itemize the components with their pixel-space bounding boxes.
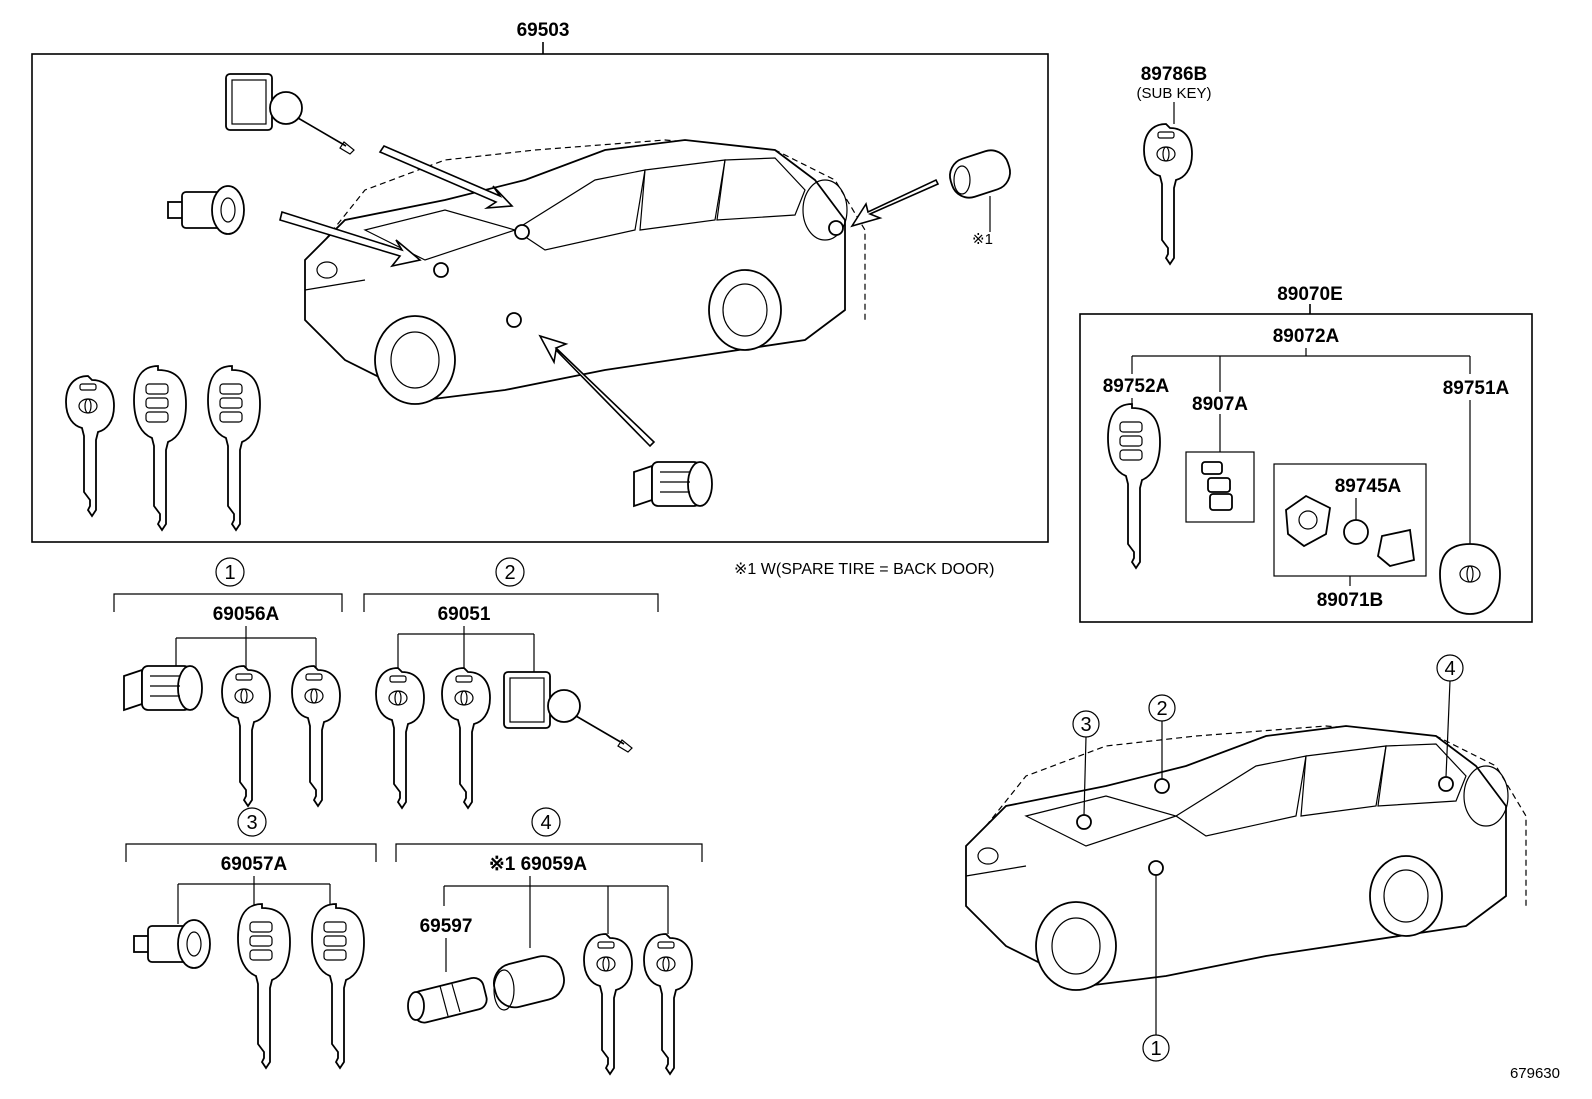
main-vehicle-illustration bbox=[304, 139, 866, 405]
transmitter-key-remote bbox=[1107, 403, 1161, 569]
transmitter-fob-part bbox=[1439, 543, 1501, 615]
set2-key-2 bbox=[441, 667, 491, 809]
set3-key-1 bbox=[237, 903, 291, 1069]
set4-label: ※1 69059A bbox=[489, 854, 588, 875]
transmitter-set-label: 89070E bbox=[1277, 284, 1343, 305]
set2-label: 69051 bbox=[438, 604, 491, 625]
set3-label: 69057A bbox=[221, 854, 288, 875]
set3-num: 3 bbox=[246, 812, 257, 834]
figure-id: 679630 bbox=[1510, 1065, 1560, 1082]
set4-key-1 bbox=[583, 933, 633, 1075]
vehicle-callout-1: 1 bbox=[1150, 1038, 1161, 1060]
main-key-remote-2 bbox=[207, 365, 261, 531]
set2-num: 2 bbox=[504, 562, 515, 584]
door-cylinder-part bbox=[633, 461, 713, 507]
pad-label: 8907A bbox=[1192, 394, 1248, 415]
transmitter-set-frame bbox=[1079, 313, 1533, 623]
circuit-board-part bbox=[1285, 494, 1331, 548]
ignition-cylinder-part bbox=[167, 185, 245, 235]
set1-label: 69056A bbox=[213, 604, 280, 625]
transmitter-kit-label: 89072A bbox=[1273, 326, 1340, 347]
key-left-label: 89752A bbox=[1103, 376, 1170, 397]
set4-num: 4 bbox=[540, 812, 551, 834]
vehicle-callout-2: 2 bbox=[1156, 698, 1167, 720]
key-right-label: 89751A bbox=[1443, 378, 1510, 399]
set4-sleeve bbox=[493, 955, 565, 1011]
set1-key-1 bbox=[221, 665, 271, 807]
cylinder-part-label: 69597 bbox=[420, 916, 473, 937]
vehicle-callout-3: 3 bbox=[1080, 714, 1091, 736]
spare-tire-cylinder-part bbox=[949, 149, 1011, 232]
rod-lock-part bbox=[225, 73, 355, 155]
board-kit-label: 89071B bbox=[1317, 590, 1384, 611]
set4-small-cylinder bbox=[407, 976, 488, 1024]
main-set-label: 69503 bbox=[517, 20, 570, 41]
set2-rod-lock bbox=[503, 671, 633, 753]
pad-box bbox=[1185, 451, 1255, 523]
vehicle-callout-4: 4 bbox=[1444, 658, 1455, 680]
location-vehicle-illustration bbox=[965, 725, 1527, 991]
battery-part bbox=[1343, 519, 1369, 545]
cover-part bbox=[1377, 528, 1415, 567]
main-key-plain bbox=[65, 375, 115, 517]
set2-key-1 bbox=[375, 667, 425, 809]
main-key-remote-1 bbox=[133, 365, 187, 531]
sub-key-note: (SUB KEY) bbox=[1136, 85, 1211, 102]
set1-key-2 bbox=[291, 665, 341, 807]
spare-note-mark: ※1 bbox=[972, 231, 993, 248]
battery-label: 89745A bbox=[1335, 476, 1402, 497]
sub-key-label: 89786B bbox=[1141, 64, 1208, 85]
set1-cylinder bbox=[123, 665, 203, 711]
main-set-frame bbox=[31, 53, 1049, 543]
set1-num: 1 bbox=[224, 562, 235, 584]
set3-ign bbox=[133, 919, 211, 969]
set4-key-2 bbox=[643, 933, 693, 1075]
set3-key-2 bbox=[311, 903, 365, 1069]
sub-key-part bbox=[1143, 123, 1193, 265]
footnote: ※1 W(SPARE TIRE = BACK DOOR) bbox=[734, 561, 994, 578]
